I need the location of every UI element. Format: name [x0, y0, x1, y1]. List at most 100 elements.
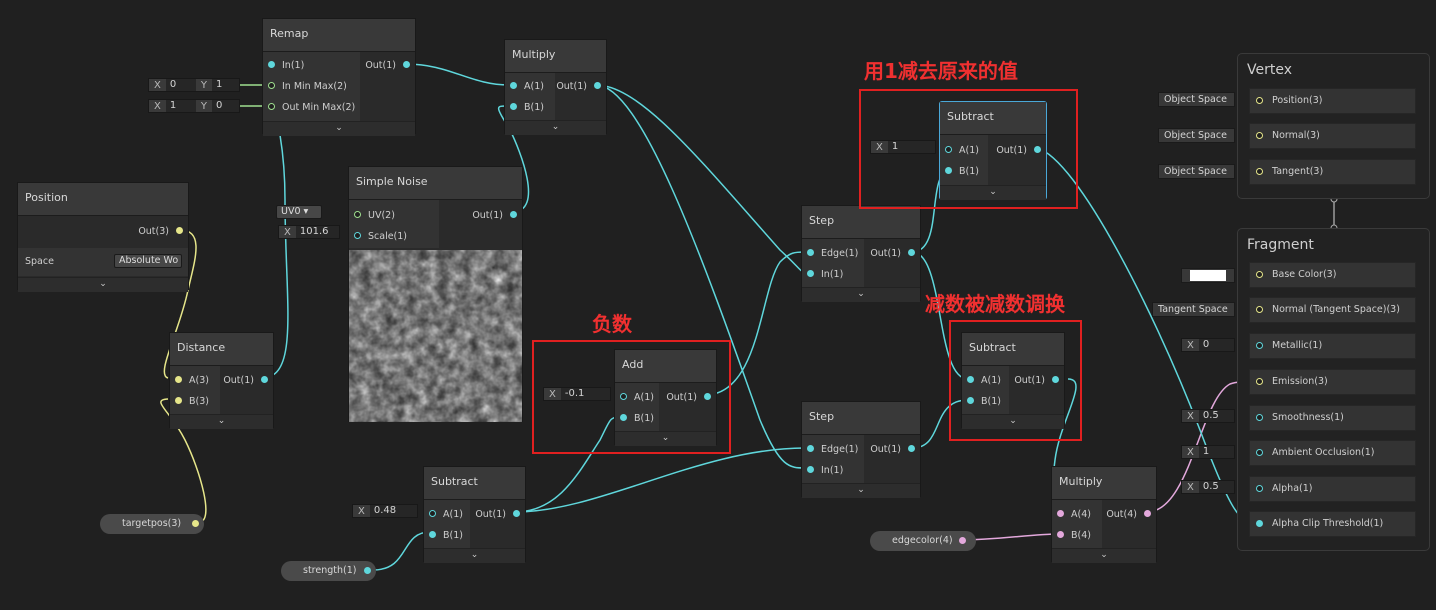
port-out[interactable]: Out(1) [472, 210, 517, 221]
space-dropdown[interactable]: Absolute Wo [114, 254, 182, 268]
vertex-position-slot[interactable]: Position(3) [1249, 88, 1416, 114]
fragment-alpha-slot[interactable]: Alpha(1) [1249, 476, 1416, 502]
targetpos-property[interactable]: targetpos(3) [100, 514, 204, 534]
expand-chevron[interactable]: ⌄ [962, 414, 1064, 429]
subtract-top-node[interactable]: Subtract A(1) B(1) Out(1) ⌄ [939, 101, 1047, 200]
port-out[interactable]: Out(1) [556, 81, 601, 92]
vertex-normal-slot[interactable]: Normal(3) [1249, 123, 1416, 149]
annotation-box-add [532, 340, 731, 454]
edgecolor-property[interactable]: edgecolor(4) [870, 531, 976, 551]
remap-node[interactable]: Remap In(1) In Min Max(2) Out Min Max(2)… [262, 18, 416, 136]
port-a[interactable]: A(1) [620, 392, 654, 403]
port-in[interactable]: In(1) [807, 269, 843, 280]
expand-chevron[interactable]: ⌄ [263, 121, 415, 136]
port-out[interactable]: Out(1) [1014, 375, 1059, 386]
node-title: Subtract [962, 333, 1064, 366]
port-a[interactable]: A(3) [175, 375, 209, 386]
port-a[interactable]: A(1) [945, 145, 979, 156]
node-title: Subtract [940, 102, 1046, 135]
step-top-node[interactable]: Step Edge(1) In(1) Out(1) ⌄ [801, 205, 921, 302]
port-in-min-max[interactable]: In Min Max(2) [268, 81, 347, 92]
simple-noise-node[interactable]: Simple Noise UV(2) Scale(1) Out(1) [348, 166, 523, 422]
port-out[interactable]: Out(1) [996, 145, 1041, 156]
normal-space-field[interactable]: Tangent Space [1152, 302, 1235, 317]
port-out[interactable]: Out(4) [1106, 509, 1151, 520]
port-in[interactable]: In(1) [807, 465, 843, 476]
vertex-tangent-space[interactable]: Object Space [1158, 164, 1235, 179]
port-edge[interactable]: Edge(1) [807, 444, 858, 455]
base-color-swatch-field[interactable] [1181, 268, 1235, 283]
uv-channel-dropdown[interactable]: UV0 ▾ [276, 205, 322, 219]
add-a-field[interactable]: X-0.1 [543, 387, 611, 401]
port-out[interactable]: Out(1) [475, 509, 520, 520]
step-bottom-node[interactable]: Step Edge(1) In(1) Out(1) ⌄ [801, 401, 921, 498]
fragment-normal-slot[interactable]: Normal (Tangent Space)(3) [1249, 297, 1416, 323]
expand-chevron[interactable]: ⌄ [505, 120, 606, 135]
add-node[interactable]: Add A(1) B(1) Out(1) ⌄ [614, 349, 717, 446]
fragment-smoothness-slot[interactable]: Smoothness(1) [1249, 405, 1416, 431]
strength-property[interactable]: strength(1) [281, 561, 376, 581]
distance-node[interactable]: Distance A(3) B(3) Out(1) ⌄ [169, 332, 274, 429]
multiply-bottom-node[interactable]: Multiply A(4) B(4) Out(4) ⌄ [1051, 466, 1157, 563]
port-a[interactable]: A(4) [1057, 509, 1091, 520]
port-in[interactable]: In(1) [268, 60, 304, 71]
port-a[interactable]: A(1) [429, 509, 463, 520]
noise-preview [349, 250, 522, 422]
port-out[interactable]: Out(1) [365, 60, 410, 71]
port-b[interactable]: B(3) [175, 396, 209, 407]
port-out[interactable]: Out(3) [138, 226, 183, 237]
fragment-metallic-slot[interactable]: Metallic(1) [1249, 333, 1416, 359]
port-scale[interactable]: Scale(1) [354, 231, 407, 242]
node-title: Remap [263, 19, 415, 52]
node-title: Add [615, 350, 716, 383]
fragment-emission-slot[interactable]: Emission(3) [1249, 369, 1416, 395]
annotation-text-add: 负数 [592, 312, 632, 336]
vertex-position-space[interactable]: Object Space [1158, 92, 1235, 107]
port-out-min-max[interactable]: Out Min Max(2) [268, 102, 355, 113]
node-title: Distance [170, 333, 273, 366]
port-b[interactable]: B(1) [620, 413, 654, 424]
expand-chevron[interactable]: ⌄ [424, 548, 525, 563]
subtract-bottom-node[interactable]: Subtract A(1) B(1) Out(1) ⌄ [423, 466, 526, 563]
port-out[interactable]: Out(1) [870, 444, 915, 455]
vertex-normal-space[interactable]: Object Space [1158, 128, 1235, 143]
port-uv[interactable]: UV(2) [354, 210, 395, 221]
port-a[interactable]: A(1) [510, 81, 544, 92]
fragment-block[interactable]: Fragment Base Color(3) Normal (Tangent S… [1237, 228, 1430, 551]
expand-chevron[interactable]: ⌄ [802, 287, 920, 302]
fragment-base-color-slot[interactable]: Base Color(3) [1249, 262, 1416, 288]
port-out[interactable]: Out(1) [666, 392, 711, 403]
node-title: Subtract [424, 467, 525, 500]
port-b[interactable]: B(1) [967, 396, 1001, 407]
port-b[interactable]: B(4) [1057, 530, 1091, 541]
expand-chevron[interactable]: ⌄ [170, 414, 273, 429]
vertex-tangent-slot[interactable]: Tangent(3) [1249, 159, 1416, 185]
port-out[interactable]: Out(1) [870, 248, 915, 259]
port-a[interactable]: A(1) [967, 375, 1001, 386]
expand-chevron[interactable]: ⌄ [18, 277, 188, 292]
vertex-block[interactable]: Vertex Position(3) Normal(3) Tangent(3) [1237, 53, 1430, 199]
expand-chevron[interactable]: ⌄ [940, 185, 1046, 200]
port-b[interactable]: B(1) [510, 102, 544, 113]
expand-chevron[interactable]: ⌄ [615, 431, 716, 446]
fragment-ao-slot[interactable]: Ambient Occlusion(1) [1249, 440, 1416, 466]
subtract-mid-node[interactable]: Subtract A(1) B(1) Out(1) ⌄ [961, 332, 1065, 429]
fragment-alpha-clip-slot[interactable]: Alpha Clip Threshold(1) [1249, 511, 1416, 537]
port-b[interactable]: B(1) [429, 530, 463, 541]
port-edge[interactable]: Edge(1) [807, 248, 858, 259]
port-b[interactable]: B(1) [945, 166, 979, 177]
port-out[interactable]: Out(1) [223, 375, 268, 386]
expand-chevron[interactable]: ⌄ [1052, 548, 1156, 563]
position-node[interactable]: Position Out(3) Space Absolute Wo ⌄ [17, 182, 189, 292]
expand-chevron[interactable]: ⌄ [802, 483, 920, 498]
multiply-top-node[interactable]: Multiply A(1) B(1) Out(1) ⌄ [504, 39, 607, 135]
